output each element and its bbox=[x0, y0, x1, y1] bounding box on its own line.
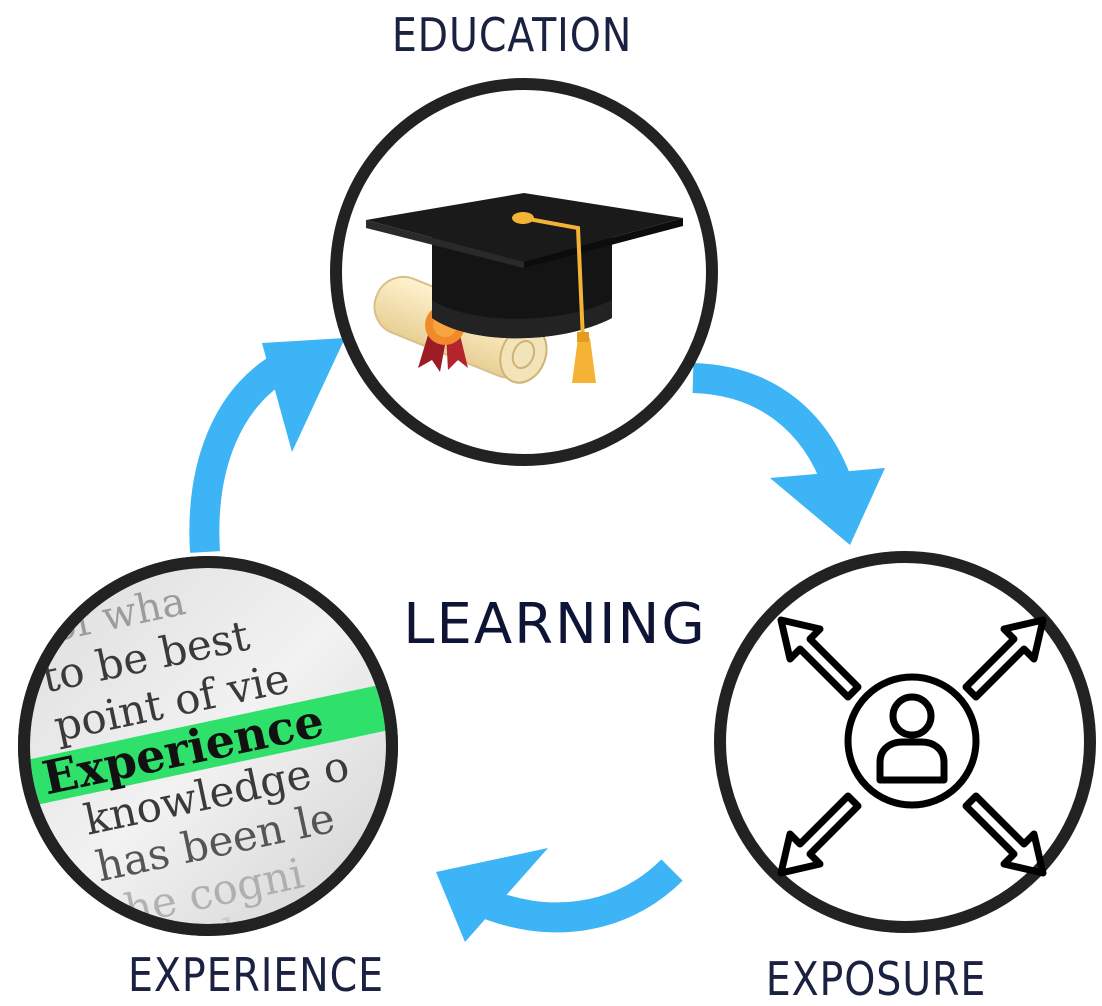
arrow-experience-to-education bbox=[189, 338, 345, 553]
person-arrows-icon bbox=[777, 616, 1047, 877]
experience-label: EXPERIENCE bbox=[128, 948, 384, 1002]
center-label: LEARNING bbox=[403, 592, 707, 657]
arrow-education-to-exposure bbox=[692, 363, 885, 545]
dictionary-photo: of wha to be best point of vie Experienc… bbox=[30, 568, 386, 924]
education-node bbox=[330, 78, 718, 466]
graduation-cap-icon bbox=[366, 193, 683, 384]
exposure-label: EXPOSURE bbox=[765, 952, 987, 1006]
experience-node: of wha to be best point of vie Experienc… bbox=[18, 556, 398, 936]
arrow-exposure-to-experience bbox=[436, 848, 683, 942]
education-label: EDUCATION bbox=[391, 8, 633, 62]
highlight-bar bbox=[30, 684, 386, 805]
exposure-node bbox=[714, 551, 1096, 933]
